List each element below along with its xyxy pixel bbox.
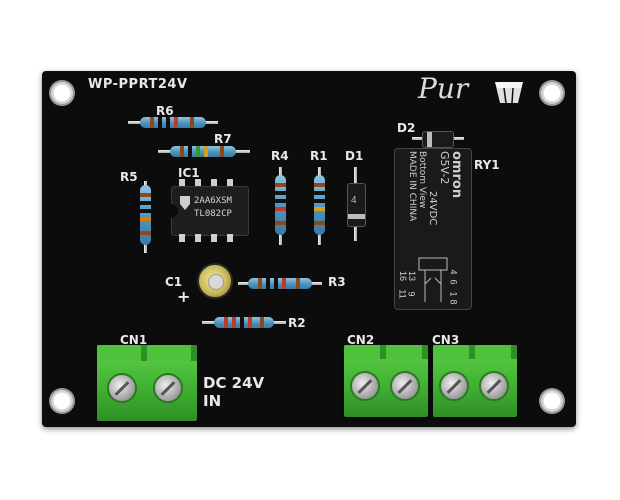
mounting-hole-bottom-left	[49, 388, 75, 414]
d2-label: D2	[397, 121, 416, 135]
r1-label: R1	[310, 149, 328, 163]
r6-label: R6	[156, 104, 174, 118]
r2-label: R2	[288, 316, 306, 330]
relay-pin-6: 6	[448, 279, 459, 285]
cn3-label: CN3	[432, 333, 460, 347]
d1-label: D1	[345, 149, 364, 163]
ry1-label: RY1	[474, 158, 500, 172]
ic1-notch	[171, 204, 178, 218]
mounting-hole-top-right	[539, 80, 565, 106]
relay-pinout-diagram	[418, 257, 448, 302]
terminal-block-cn3[interactable]	[433, 345, 517, 417]
diode-d2	[422, 131, 454, 148]
resistor-r2	[214, 317, 274, 328]
cn3-screw-1[interactable]	[439, 371, 469, 401]
ic1-marking-line2: TL082CP	[194, 209, 232, 219]
cn1-screw-2[interactable]	[153, 373, 183, 403]
relay-ry1: omron G5V-2 24VDC Bottom View MADE IN CH…	[394, 148, 472, 310]
resistor-r4	[275, 175, 286, 235]
power-input-label-line1: DC 24V	[203, 374, 265, 392]
resistor-r6	[140, 117, 206, 128]
relay-pin-8: 8	[448, 299, 459, 305]
ic1-chip: 2AA6XSM TL082CP	[171, 179, 249, 242]
d2-cathode-band	[427, 132, 432, 147]
relay-pin-1: 1	[448, 291, 459, 297]
cn2-top-ridge	[344, 345, 428, 359]
cn2-screw-1[interactable]	[350, 371, 380, 401]
board-model-label: WP-PPRT24V	[88, 77, 188, 92]
ic1-body: 2AA6XSM TL082CP	[171, 186, 249, 236]
ic1-pins-bottom	[179, 234, 239, 242]
r3-label: R3	[328, 275, 346, 289]
c1-polarity-mark: +	[177, 287, 191, 306]
diode-d1: 4	[347, 183, 366, 227]
brand-logo-gem-icon	[495, 82, 523, 104]
c1-label: C1	[165, 275, 183, 289]
relay-pin-4: 4	[448, 269, 459, 275]
cn2-label: CN2	[347, 333, 375, 347]
c1-top-vent	[208, 274, 224, 290]
ti-logo-icon	[180, 196, 190, 210]
cn3-top-ridge	[433, 345, 517, 359]
mounting-hole-bottom-right	[539, 388, 565, 414]
cn1-label: CN1	[120, 333, 148, 347]
ic1-label: IC1	[178, 166, 200, 180]
resistor-r7	[170, 146, 236, 157]
mounting-hole-top-left	[49, 80, 75, 106]
cn2-screw-2[interactable]	[390, 371, 420, 401]
r7-label: R7	[214, 132, 232, 146]
capacitor-c1	[197, 263, 233, 299]
r4-label: R4	[271, 149, 289, 163]
cn1-screw-1[interactable]	[107, 373, 137, 403]
relay-pin-13: 13	[407, 270, 418, 282]
relay-pin-9: 9	[406, 291, 417, 297]
r5-label: R5	[120, 170, 138, 184]
resistor-r1	[314, 175, 325, 235]
brand-logo: Pur	[418, 75, 468, 103]
power-input-label-line2: IN	[203, 392, 222, 410]
brand-logo-text: Pur	[418, 72, 469, 105]
resistor-r5	[140, 185, 151, 245]
cn3-screw-2[interactable]	[479, 371, 509, 401]
ic1-marking-line1: 2AA6XSM	[194, 196, 232, 206]
terminal-block-cn2[interactable]	[344, 345, 428, 417]
ic1-pins-top	[179, 179, 239, 187]
cn1-top-ridge	[97, 345, 197, 361]
terminal-block-cn1[interactable]	[97, 345, 197, 421]
d1-cathode-band	[348, 214, 365, 219]
d1-marking: 4	[351, 195, 357, 206]
resistor-r3	[248, 278, 312, 289]
